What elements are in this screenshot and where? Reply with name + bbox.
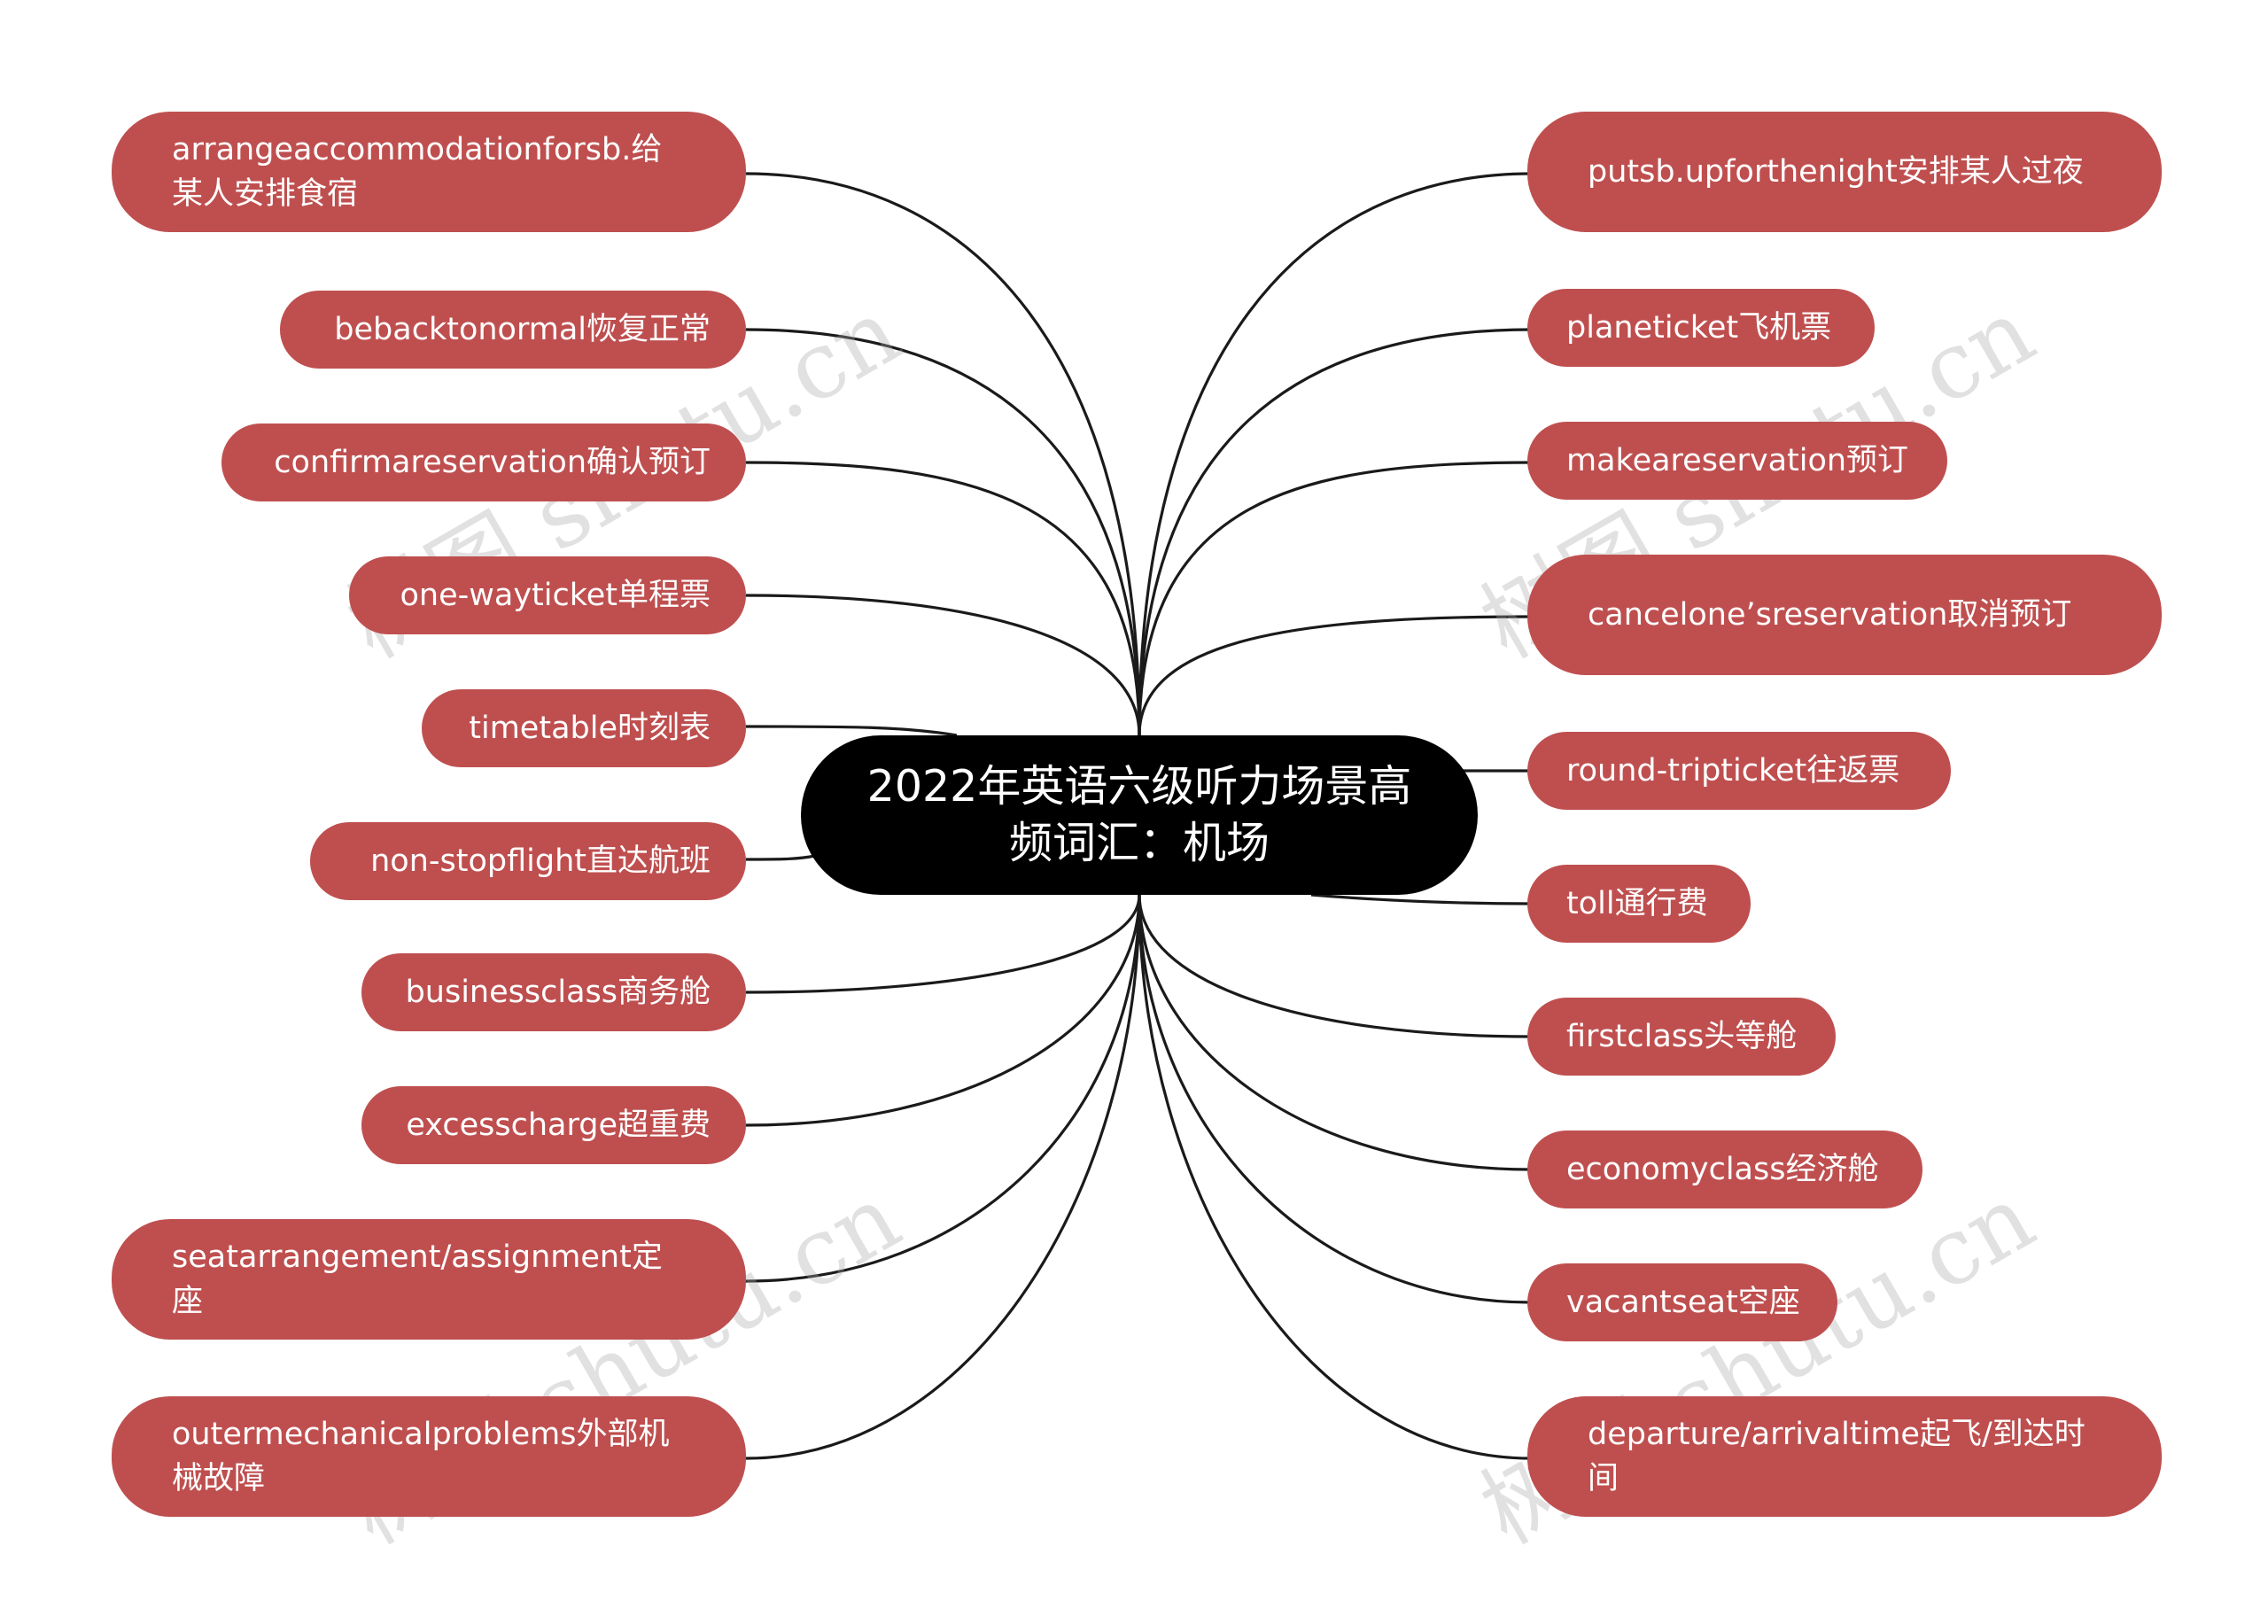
connector-right-6 bbox=[1310, 893, 1532, 905]
connector-right-3 bbox=[1138, 461, 1532, 736]
connector-right-2 bbox=[1138, 328, 1532, 736]
connector-right-1 bbox=[1138, 172, 1532, 736]
node-label: outermechanicalproblems外部机械故障 bbox=[172, 1417, 670, 1496]
node-be-back-to-normal[interactable]: bebacktonormal恢复正常 bbox=[280, 291, 746, 369]
node-vacant-seat[interactable]: vacantseat空座 bbox=[1527, 1263, 1837, 1341]
node-label: businessclass商务舱 bbox=[405, 975, 711, 1010]
connector-left-7 bbox=[745, 894, 1141, 994]
node-excess-charge[interactable]: excesscharge超重费 bbox=[361, 1086, 746, 1164]
node-label: vacantseat空座 bbox=[1566, 1285, 1800, 1320]
connector-left-8 bbox=[745, 894, 1141, 1127]
node-label: excesscharge超重费 bbox=[406, 1107, 711, 1143]
node-seat-arrangement[interactable]: seatarrangement/assignment定座 bbox=[112, 1219, 746, 1340]
connector-left-3 bbox=[745, 461, 1141, 736]
connector-right-8 bbox=[1138, 894, 1532, 1171]
node-confirm-reservation[interactable]: confirmareservation确认预订 bbox=[221, 423, 746, 501]
node-toll[interactable]: toll通行费 bbox=[1527, 865, 1751, 943]
node-label: confirmareservation确认预订 bbox=[274, 445, 711, 480]
node-label: planeticket飞机票 bbox=[1566, 310, 1832, 346]
node-put-sb-up[interactable]: putsb.upforthenight安排某人过夜 bbox=[1527, 112, 2162, 232]
connector-right-9 bbox=[1138, 894, 1532, 1304]
node-round-trip-ticket[interactable]: round-tripticket往返票 bbox=[1527, 732, 1951, 810]
node-first-class[interactable]: firstclass头等舱 bbox=[1527, 998, 1836, 1076]
node-label: non-stopflight直达航班 bbox=[370, 843, 711, 879]
node-label: cancelone’sreservation取消预订 bbox=[1588, 597, 2072, 633]
node-label: makeareservation预订 bbox=[1566, 443, 1909, 478]
node-label: arrangeaccommodationforsb.给某人安排食宿 bbox=[172, 132, 663, 212]
root-label: 2022年英语六级听力场景高频词汇：机场 bbox=[866, 761, 1412, 868]
node-timetable[interactable]: timetable时刻表 bbox=[422, 689, 746, 767]
connector-right-7 bbox=[1138, 894, 1532, 1038]
node-outer-mechanical-problems[interactable]: outermechanicalproblems外部机械故障 bbox=[112, 1396, 746, 1517]
connector-left-5 bbox=[745, 725, 958, 737]
node-arrange-accommodation[interactable]: arrangeaccommodationforsb.给某人安排食宿 bbox=[112, 112, 746, 232]
node-label: economyclass经济舱 bbox=[1566, 1152, 1879, 1187]
connector-left-1 bbox=[745, 172, 1141, 736]
connector-left-4 bbox=[745, 594, 1141, 736]
node-one-way-ticket[interactable]: one-wayticket单程票 bbox=[349, 556, 746, 634]
node-label: putsb.upforthenight安排某人过夜 bbox=[1588, 154, 2084, 190]
node-departure-arrival-time[interactable]: departure/arrivaltime起飞/到达时间 bbox=[1527, 1396, 2162, 1517]
connector-right-10 bbox=[1138, 894, 1532, 1460]
node-make-reservation[interactable]: makeareservation预订 bbox=[1527, 422, 1947, 500]
connector-left-9 bbox=[745, 894, 1141, 1283]
node-label: toll通行费 bbox=[1566, 886, 1708, 921]
node-label: seatarrangement/assignment定座 bbox=[172, 1239, 663, 1319]
node-plane-ticket[interactable]: planeticket飞机票 bbox=[1527, 289, 1875, 367]
root-topic[interactable]: 2022年英语六级听力场景高频词汇：机场 bbox=[801, 735, 1478, 895]
connector-left-2 bbox=[745, 328, 1141, 736]
connector-left-6 bbox=[745, 854, 816, 861]
node-label: firstclass头等舱 bbox=[1566, 1019, 1798, 1054]
node-label: bebacktonormal恢复正常 bbox=[334, 312, 711, 347]
node-label: round-tripticket往返票 bbox=[1566, 753, 1900, 789]
node-label: timetable时刻表 bbox=[469, 711, 711, 746]
connector-right-4 bbox=[1138, 615, 1532, 736]
node-label: one-wayticket单程票 bbox=[400, 578, 711, 613]
node-cancel-reservation[interactable]: cancelone’sreservation取消预订 bbox=[1527, 555, 2162, 675]
node-economy-class[interactable]: economyclass经济舱 bbox=[1527, 1131, 1922, 1208]
node-business-class[interactable]: businessclass商务舱 bbox=[361, 953, 746, 1031]
node-non-stop-flight[interactable]: non-stopflight直达航班 bbox=[310, 822, 746, 900]
connector-left-10 bbox=[745, 894, 1141, 1460]
node-label: departure/arrivaltime起飞/到达时间 bbox=[1588, 1417, 2085, 1496]
